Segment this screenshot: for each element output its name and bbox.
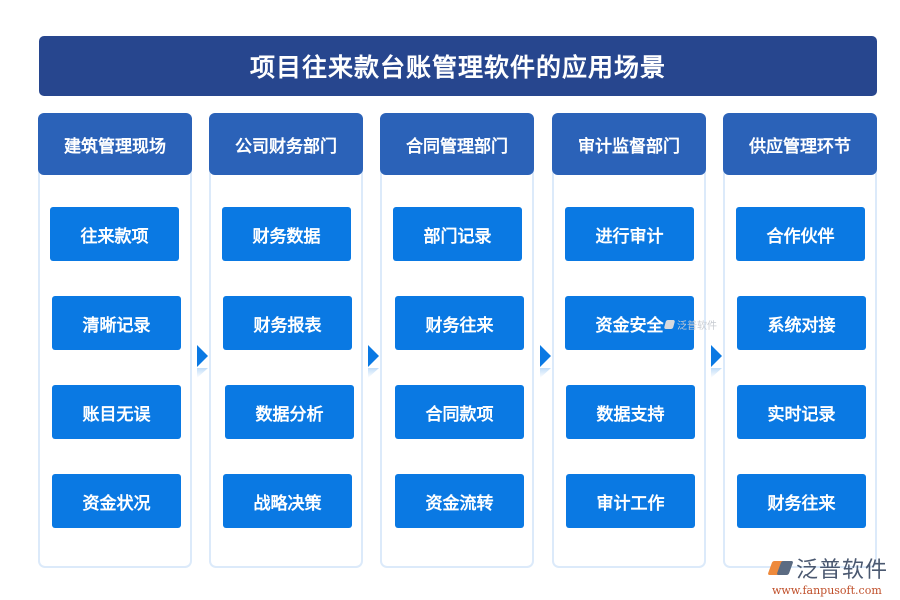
scenario-item: 合同款项 <box>395 385 524 439</box>
arrow-right-icon <box>540 345 551 367</box>
column-header: 建筑管理现场 <box>38 113 192 175</box>
scenario-item: 数据支持 <box>566 385 695 439</box>
column-header: 公司财务部门 <box>209 113 363 175</box>
arrow-right-icon <box>368 345 379 367</box>
brand-logo-icon <box>767 558 794 578</box>
scenario-item: 财务往来 <box>395 296 524 350</box>
column-audit-dept: 审计监督部门 进行审计 资金安全 数据支持 审计工作 <box>552 113 706 568</box>
arrow-shadow-icon <box>368 368 379 378</box>
watermark: 泛普软件 <box>663 317 717 332</box>
watermark-logo-icon <box>663 320 676 329</box>
arrow-right-icon <box>711 345 722 367</box>
scenario-item: 财务数据 <box>222 207 351 261</box>
column-header: 供应管理环节 <box>723 113 877 175</box>
column-supply-chain: 供应管理环节 合作伙伴 系统对接 实时记录 财务往来 <box>723 113 877 568</box>
page-title: 项目往来款台账管理软件的应用场景 <box>39 36 877 96</box>
brand-url: www.fanpusoft.com <box>772 584 882 597</box>
brand-name: 泛普软件 <box>796 558 889 583</box>
scenario-item: 账目无误 <box>52 385 181 439</box>
arrow-shadow-icon <box>540 368 551 378</box>
scenario-item: 进行审计 <box>565 207 694 261</box>
column-finance-dept: 公司财务部门 财务数据 财务报表 数据分析 战略决策 <box>209 113 363 568</box>
scenario-item: 系统对接 <box>737 296 866 350</box>
scenario-item: 数据分析 <box>225 385 354 439</box>
scenario-item: 财务报表 <box>223 296 352 350</box>
scenario-item: 财务往来 <box>737 474 866 528</box>
scenario-item: 清晰记录 <box>52 296 181 350</box>
scenario-item: 往来款项 <box>50 207 179 261</box>
scenario-item: 部门记录 <box>393 207 522 261</box>
scenario-item: 审计工作 <box>566 474 695 528</box>
column-construction-site: 建筑管理现场 往来款项 清晰记录 账目无误 资金状况 <box>38 113 192 568</box>
column-header: 合同管理部门 <box>380 113 534 175</box>
brand-logo: 泛普软件 www.fanpusoft.com <box>767 552 889 597</box>
scenario-item: 资金状况 <box>52 474 181 528</box>
arrow-shadow-icon <box>197 368 208 378</box>
watermark-text: 泛普软件 <box>677 321 717 332</box>
scenario-item: 合作伙伴 <box>736 207 865 261</box>
scenario-item: 实时记录 <box>737 385 866 439</box>
scenario-item: 战略决策 <box>223 474 352 528</box>
column-contract-dept: 合同管理部门 部门记录 财务往来 合同款项 资金流转 <box>380 113 534 568</box>
arrow-right-icon <box>197 345 208 367</box>
arrow-shadow-icon <box>711 368 722 378</box>
scenario-item: 资金流转 <box>395 474 524 528</box>
column-header: 审计监督部门 <box>552 113 706 175</box>
